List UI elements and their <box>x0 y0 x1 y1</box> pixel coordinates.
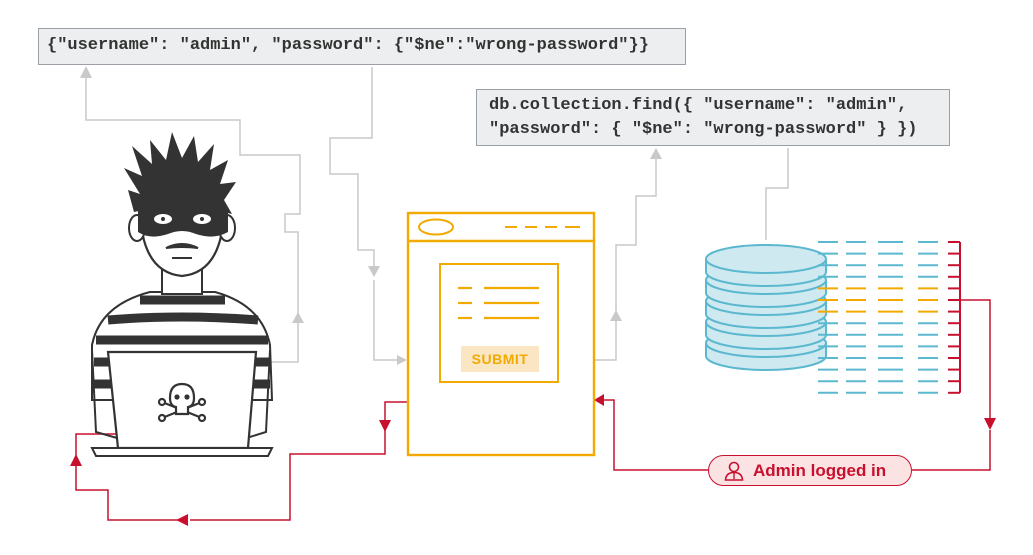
browser-form-icon <box>406 211 596 457</box>
admin-logged-in-badge: Admin logged in <box>708 455 912 486</box>
skull-crossbones-icon <box>157 382 207 423</box>
user-icon <box>724 461 744 481</box>
response-arrowheads <box>70 394 996 526</box>
payload-text: {"username": "admin", "password": {"$ne"… <box>47 36 649 55</box>
database-query: db.collection.find({ "username": "admin"… <box>476 89 950 146</box>
nosql-injection-payload: {"username": "admin", "password": {"$ne"… <box>38 28 686 65</box>
db-query-line-2: "password": { "$ne": "wrong-password" } … <box>489 120 918 139</box>
database-records <box>818 241 938 394</box>
db-query-line-1: db.collection.find({ "username": "admin"… <box>489 96 908 115</box>
result-label: Admin logged in <box>753 460 887 480</box>
database-icon <box>705 244 827 371</box>
record-bracket <box>948 241 961 394</box>
submit-button[interactable]: SUBMIT <box>461 346 539 372</box>
